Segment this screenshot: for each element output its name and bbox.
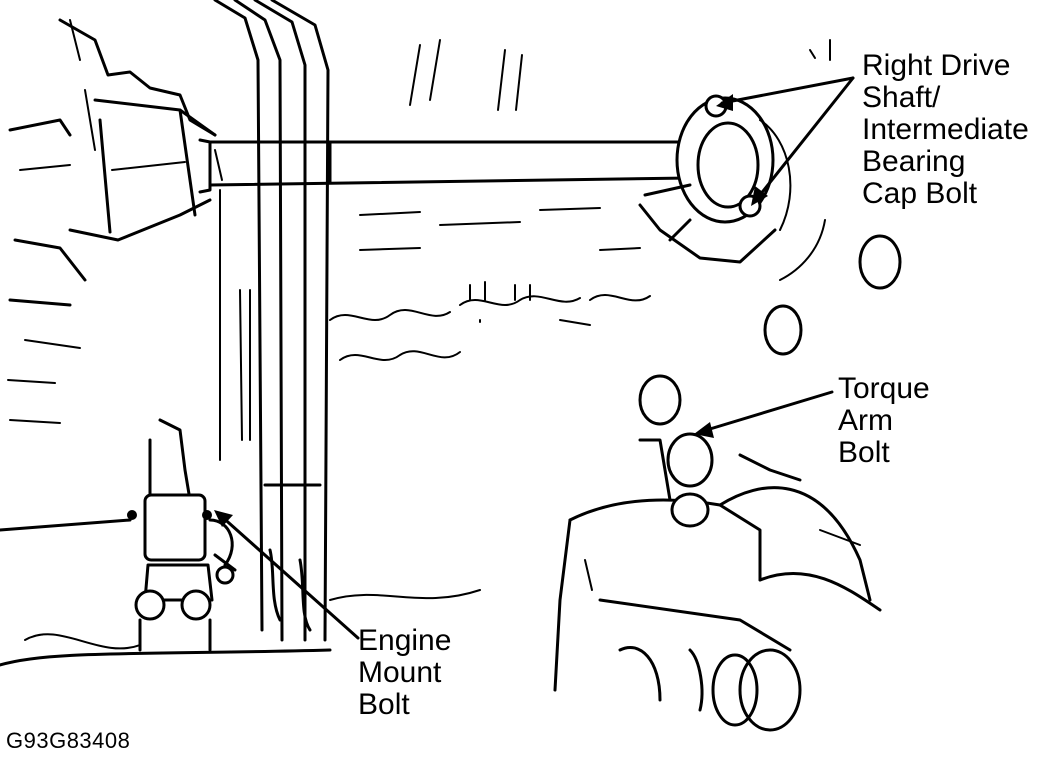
leader-arrows <box>214 76 855 640</box>
label-line: Intermediate <box>862 113 1029 146</box>
label-line: Arm <box>838 404 893 437</box>
retaining-rings <box>763 234 902 356</box>
label-line: Engine <box>358 624 452 657</box>
label-line: Mount <box>358 656 442 689</box>
label-line: Shaft/ <box>862 81 941 114</box>
transaxle-housing <box>0 18 217 532</box>
label-line: Right Drive <box>862 49 1011 82</box>
label-line: Bearing <box>862 145 966 178</box>
label-line: Cap Bolt <box>862 177 978 210</box>
label-line: Torque <box>838 372 930 405</box>
background-detail <box>0 39 831 667</box>
label-line: Bolt <box>838 436 890 469</box>
drive-shaft <box>208 133 707 190</box>
torque-arm-bolt-label: Torque Arm Bolt <box>838 373 930 469</box>
vertical-lines <box>213 0 330 642</box>
right-drive-shaft-label: Right Drive Shaft/ Intermediate Bearing … <box>862 50 1029 210</box>
torque-arm <box>553 374 882 732</box>
engine-mount <box>127 289 322 652</box>
engine-mount-bolt-label: Engine Mount Bolt <box>358 625 451 721</box>
label-line: Bolt <box>358 688 410 721</box>
intermediate-bearing <box>638 94 792 264</box>
figure-reference-id: G93G83408 <box>6 728 131 753</box>
